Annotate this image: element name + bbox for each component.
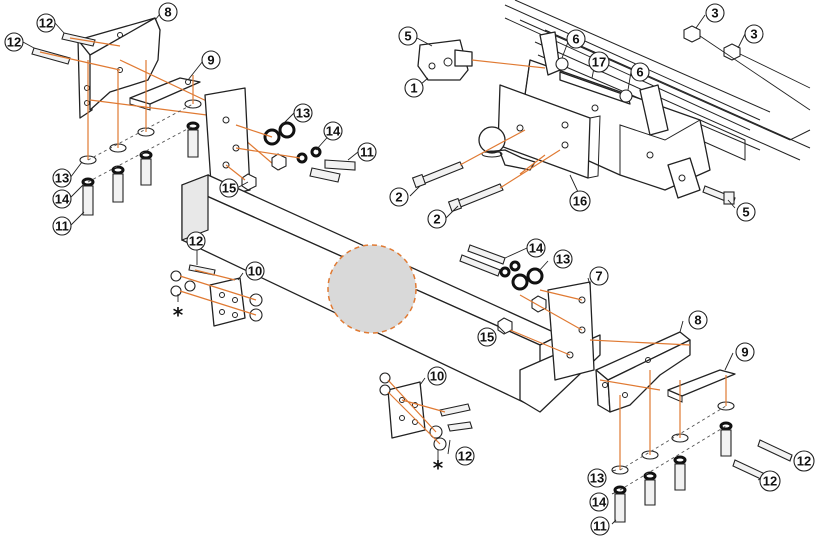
svg-text:10: 10 bbox=[248, 264, 262, 279]
svg-text:12: 12 bbox=[797, 454, 811, 469]
asterisk-mark-bottom: * bbox=[433, 456, 444, 480]
svg-text:9: 9 bbox=[207, 53, 214, 68]
callout-16: 16 bbox=[569, 190, 591, 212]
callout-7: 7 bbox=[589, 266, 609, 286]
callout-12-top-left-a: 12 bbox=[36, 13, 56, 33]
callout-11-top-left: 11 bbox=[52, 216, 72, 236]
callout-13-right: 13 bbox=[587, 468, 607, 488]
callout-1-top: 1 bbox=[404, 78, 424, 98]
svg-text:14: 14 bbox=[326, 124, 341, 139]
callout-10-bottom: 10 bbox=[427, 366, 447, 386]
callout-12-bottom: 12 bbox=[455, 446, 475, 466]
callout-12-left: 12 bbox=[186, 231, 206, 251]
clamp-plate-10-left bbox=[170, 264, 263, 327]
ball-mount-plate-16 bbox=[497, 84, 601, 179]
svg-text:15: 15 bbox=[222, 181, 236, 196]
callout-3-b: 3 bbox=[744, 24, 764, 44]
svg-text:8: 8 bbox=[694, 313, 701, 328]
svg-text:12: 12 bbox=[458, 449, 472, 464]
callout-9-top-left: 9 bbox=[201, 50, 221, 70]
side-bracket-8-left bbox=[77, 17, 161, 119]
svg-text:12: 12 bbox=[189, 234, 203, 249]
end-plate-7-right bbox=[547, 281, 595, 381]
svg-text:2: 2 bbox=[433, 212, 440, 227]
callout-2-a: 2 bbox=[389, 187, 409, 207]
svg-text:8: 8 bbox=[164, 5, 171, 20]
svg-text:12: 12 bbox=[763, 474, 777, 489]
callout-14-top-left: 14 bbox=[52, 189, 72, 209]
strap-9-right bbox=[667, 369, 736, 403]
svg-text:12: 12 bbox=[39, 16, 53, 31]
callout-8-top-left: 8 bbox=[158, 2, 178, 22]
tow-ball bbox=[478, 126, 536, 171]
asterisk-mark-left: * bbox=[173, 303, 184, 327]
callout-14-mid: 14 bbox=[323, 121, 343, 141]
callout-12-top-left-b: 12 bbox=[4, 32, 24, 52]
svg-text:16: 16 bbox=[573, 194, 587, 209]
spacer-tube-17 bbox=[555, 57, 633, 105]
center-placeholder-circle bbox=[327, 244, 417, 334]
svg-text:11: 11 bbox=[360, 145, 374, 160]
nut-3-pair bbox=[683, 25, 811, 111]
callout-12-right-b: 12 bbox=[759, 470, 781, 492]
callout-15-center: 15 bbox=[477, 327, 497, 347]
svg-text:11: 11 bbox=[55, 219, 69, 234]
callout-2-b: 2 bbox=[427, 209, 447, 229]
svg-text:7: 7 bbox=[595, 269, 602, 284]
callout-14-right: 14 bbox=[589, 492, 609, 512]
callout-8-right: 8 bbox=[688, 310, 708, 330]
callouts: 12 12 8 9 13 14 11 13 14 11 15 5 1 6 17 … bbox=[4, 2, 815, 536]
callout-13-top-left: 13 bbox=[52, 168, 72, 188]
svg-text:10: 10 bbox=[430, 369, 444, 384]
svg-text:3: 3 bbox=[750, 27, 757, 42]
callout-17: 17 bbox=[588, 51, 610, 73]
callout-14-center: 14 bbox=[526, 238, 546, 258]
bracket-bolt-5 bbox=[667, 157, 736, 205]
callout-13-mid: 13 bbox=[293, 103, 313, 123]
callout-3-a: 3 bbox=[705, 3, 725, 23]
svg-text:5: 5 bbox=[742, 205, 749, 220]
svg-text:13: 13 bbox=[296, 106, 310, 121]
svg-text:13: 13 bbox=[590, 471, 604, 486]
callout-6-a: 6 bbox=[566, 29, 586, 49]
callout-9-right: 9 bbox=[735, 342, 755, 362]
callout-6-b: 6 bbox=[630, 62, 650, 82]
svg-text:15: 15 bbox=[480, 330, 494, 345]
svg-text:6: 6 bbox=[572, 32, 579, 47]
svg-text:9: 9 bbox=[741, 345, 748, 360]
washers-bolts-left bbox=[31, 32, 202, 216]
bolt-2-pair bbox=[411, 129, 561, 213]
svg-text:14: 14 bbox=[529, 241, 544, 256]
svg-text:6: 6 bbox=[636, 65, 643, 80]
svg-text:14: 14 bbox=[55, 192, 70, 207]
svg-text:11: 11 bbox=[593, 519, 607, 534]
clamp-plate-10-bottom bbox=[379, 372, 473, 451]
svg-text:17: 17 bbox=[592, 55, 606, 70]
callout-5-top: 5 bbox=[398, 26, 418, 46]
callout-11-mid: 11 bbox=[357, 142, 377, 162]
washers-bolts-mid bbox=[225, 121, 356, 191]
svg-text:12: 12 bbox=[7, 35, 21, 50]
socket-plate-1 bbox=[417, 39, 546, 81]
callout-13-center: 13 bbox=[553, 249, 573, 269]
svg-text:14: 14 bbox=[592, 495, 607, 510]
callout-15-mid: 15 bbox=[219, 178, 239, 198]
washers-bolts-right-lower bbox=[589, 339, 793, 523]
svg-text:5: 5 bbox=[404, 29, 411, 44]
callout-12-right-a: 12 bbox=[793, 450, 815, 472]
svg-text:3: 3 bbox=[711, 6, 718, 21]
callout-11-right: 11 bbox=[590, 516, 610, 536]
callout-10-left: 10 bbox=[245, 261, 265, 281]
svg-text:13: 13 bbox=[556, 252, 570, 267]
svg-text:1: 1 bbox=[410, 81, 417, 96]
svg-text:2: 2 bbox=[395, 190, 402, 205]
callout-5-bottom-right: 5 bbox=[736, 202, 756, 222]
end-plate-left bbox=[204, 87, 251, 199]
svg-text:13: 13 bbox=[55, 171, 69, 186]
